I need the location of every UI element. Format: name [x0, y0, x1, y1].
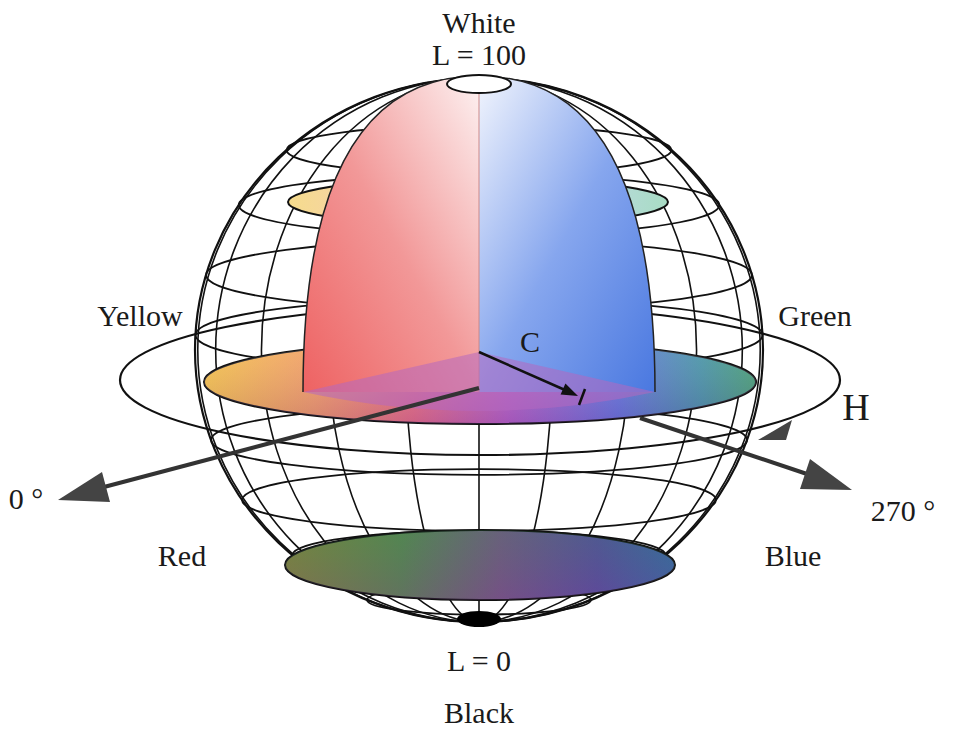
zero-degree-axis	[104, 388, 479, 487]
hue-label: Red	[156, 539, 208, 572]
angle-value: 270 °	[869, 494, 938, 527]
meridian	[198, 78, 760, 622]
l-axis	[479, 80, 480, 392]
hue-label: Yellow	[95, 299, 184, 332]
hue-angle-label: H	[840, 387, 871, 429]
black-point	[457, 611, 501, 627]
latitude-ring	[242, 469, 716, 531]
chroma-label: C	[518, 325, 542, 358]
chroma-arrow	[479, 352, 565, 390]
pole-label: Black	[442, 696, 516, 729]
mid-disk-shade	[204, 340, 756, 424]
white-cap	[447, 75, 511, 93]
hue-label: Blue	[763, 539, 824, 572]
lightness-value: L = 100	[430, 38, 528, 71]
mid-disk	[204, 340, 756, 424]
arrow-head	[58, 472, 110, 502]
sphere-outline	[195, 78, 763, 622]
dark-disk	[285, 530, 675, 600]
red-cut-face	[303, 76, 479, 392]
arrow-head	[800, 459, 852, 490]
cut-face-edge	[303, 76, 655, 392]
chroma-tick	[579, 389, 585, 405]
dark-disk-shade	[285, 530, 675, 600]
blue-cut-face	[479, 76, 655, 392]
hue-label: Green	[776, 299, 853, 332]
lightness-value: L = 0	[445, 644, 513, 677]
pole-label: White	[440, 6, 517, 39]
angle-value: 0 °	[7, 482, 46, 515]
cut-floor	[303, 352, 655, 411]
blue-axis	[640, 418, 807, 474]
hue-arrow-head	[758, 420, 792, 440]
sphere-wireframe	[195, 78, 763, 622]
arrow-head	[561, 384, 578, 397]
